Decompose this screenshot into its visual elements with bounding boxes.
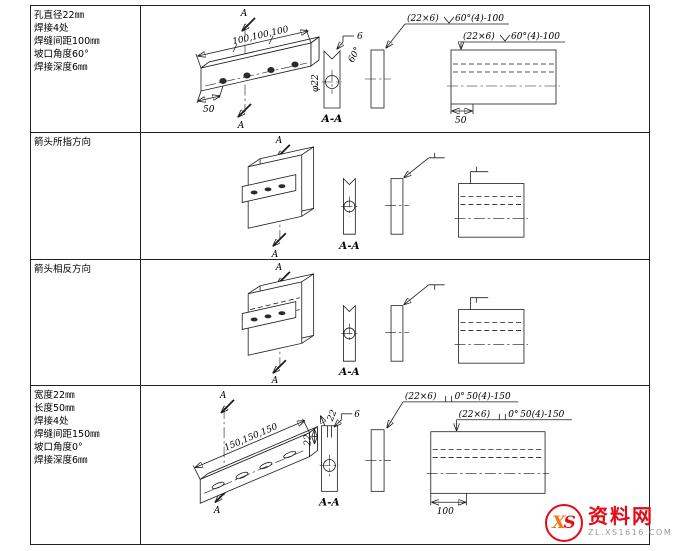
dim-front: 100: [437, 507, 454, 517]
cut-label-top: A: [275, 136, 282, 146]
weld-note-2: (22×6) 60° (4)-100: [461, 31, 565, 49]
dim-depth: 6: [357, 32, 363, 42]
spec-cell: 箭头相反方向: [31, 260, 141, 385]
spec-text: 焊接深度6㎜: [34, 62, 88, 73]
front-view: 50: [447, 49, 560, 126]
spec-text: 坡口角度60°: [34, 49, 89, 60]
dim-front: 50: [455, 116, 467, 126]
cut-label-bottom: A: [271, 376, 278, 385]
row2-drawing: A A: [241, 136, 528, 259]
note-prefix: (22×6): [405, 391, 437, 402]
note-suffix: (4)-100: [527, 31, 560, 42]
section-title: A-A: [321, 113, 343, 125]
isometric-view: 150,150,150 22: [192, 408, 340, 504]
section-view: A-A: [338, 177, 360, 252]
spec-table: 孔直径22㎜ 焊接4处 焊缝间距100㎜ 坡口角度60° 焊接深度6㎜ A A: [30, 5, 650, 545]
groove-symbol-icon: [445, 395, 453, 402]
watermark-logo-x: X: [552, 513, 566, 533]
table-row-2: 箭头所指方向 A A: [31, 132, 649, 259]
table-row-1: 孔直径22㎜ 焊接4处 焊缝间距100㎜ 坡口角度60° 焊接深度6㎜ A A: [31, 6, 649, 132]
side-view: [385, 178, 409, 235]
section-view: 6 60° φ22 A-A: [311, 32, 363, 125]
cut-label-bottom: A: [213, 506, 220, 516]
front-view: [454, 297, 528, 364]
dim-depth: 6: [354, 410, 360, 420]
cut-label-top: A: [240, 9, 248, 19]
weld-note-2: (22×6) 0° 50(4)-150: [457, 409, 572, 431]
dim-width: 50: [203, 105, 215, 115]
section-view: 6 22 A-A: [304, 410, 361, 508]
section-title: A-A: [318, 496, 340, 508]
spec-cell: 孔直径22㎜ 焊接4处 焊缝间距100㎜ 坡口角度60° 焊接深度6㎜: [31, 6, 141, 132]
row1-drawing: A A: [195, 9, 565, 131]
spec-text: 焊接4处: [34, 23, 69, 34]
spec-text: 焊接深度6㎜: [34, 455, 88, 466]
note-suffix: 50(4)-150: [467, 391, 511, 402]
note-prefix: (22×6): [407, 13, 439, 24]
side-view: [365, 429, 392, 492]
spec-text: 箭头所指方向: [34, 137, 92, 148]
watermark-text: 资料网 ZL.XS1616.COM: [588, 504, 672, 538]
groove-symbol-icon: [498, 413, 506, 420]
isometric-view: [241, 273, 315, 356]
dim-slot: 22: [304, 434, 314, 447]
spec-cell: 箭头所指方向: [31, 133, 141, 259]
spec-text: 焊缝间距100㎜: [34, 36, 100, 47]
spec-text: 宽度22㎜: [34, 390, 75, 401]
side-view: [385, 305, 409, 362]
spec-text: 箭头相反方向: [34, 264, 92, 275]
note-prefix: (22×6): [459, 409, 491, 420]
isometric-view: [241, 146, 315, 229]
row3-drawing: A A: [241, 263, 528, 385]
weld-note-1: (22×6) 60° (4)-100: [386, 13, 509, 48]
weld-symbol: [404, 152, 445, 178]
spec-text: 长度50㎜: [34, 403, 75, 414]
section-view: A-A: [338, 304, 360, 378]
drawing-cell: A A: [141, 133, 649, 259]
dim-width: 22: [326, 408, 340, 424]
note-suffix: (4)-100: [471, 13, 504, 24]
groove-symbol-icon: [443, 16, 455, 24]
drawing-cell: A A: [141, 260, 649, 385]
dim-angle: 60°: [347, 46, 363, 65]
weld-symbol: [404, 284, 445, 305]
watermark-site-name: 资料网: [588, 504, 654, 528]
dim-length: 100,100,100: [232, 25, 290, 47]
isometric-view: 100,100,100 50: [195, 25, 320, 115]
spec-text: 焊缝间距150㎜: [34, 429, 100, 440]
spec-text: 坡口角度0°: [34, 442, 83, 453]
note-suffix: 50(4)-150: [520, 409, 564, 420]
cut-label-bottom: A: [271, 250, 278, 259]
cut-label-top: A: [219, 391, 226, 401]
note-angle: 60°: [511, 32, 527, 42]
spec-cell: 宽度22㎜ 长度50㎜ 焊接4处 焊缝间距150㎜ 坡口角度0° 焊接深度6㎜: [31, 386, 141, 545]
watermark-logo-s: S: [563, 513, 576, 533]
row4-drawing: A A: [192, 391, 572, 517]
side-view: [365, 49, 391, 109]
drawing-cell: A A: [141, 386, 649, 545]
groove-symbol-icon: [499, 34, 511, 42]
front-view: [454, 166, 528, 238]
note-prefix: (22×6): [463, 31, 495, 42]
note-angle: 0°: [508, 410, 518, 420]
section-title: A-A: [338, 366, 359, 378]
front-view: 100: [426, 431, 550, 517]
weld-note-1: (22×6) 0° 50(4)-150: [387, 391, 519, 428]
note-angle: 0°: [455, 392, 465, 402]
watermark-site-url: ZL.XS1616.COM: [588, 528, 673, 537]
spec-text: 焊接4处: [34, 416, 69, 427]
cut-label-bottom: A: [237, 121, 245, 131]
section-title: A-A: [338, 240, 359, 252]
drawing-cell: A A: [141, 6, 649, 132]
table-row-4: 宽度22㎜ 长度50㎜ 焊接4处 焊缝间距150㎜ 坡口角度0° 焊接深度6㎜ …: [31, 385, 649, 545]
dim-hole: φ22: [311, 74, 321, 92]
note-angle: 60°: [455, 14, 471, 24]
cut-label-top: A: [275, 263, 282, 273]
spec-text: 孔直径22㎜: [34, 10, 85, 21]
table-row-3: 箭头相反方向 A A: [31, 259, 649, 385]
